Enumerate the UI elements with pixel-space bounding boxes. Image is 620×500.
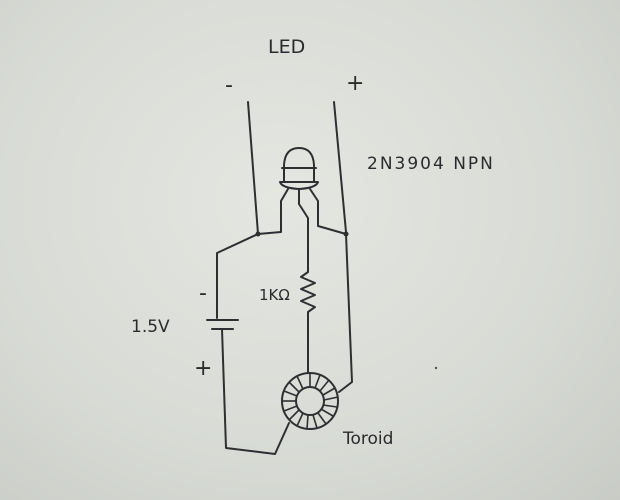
battery-minus-sign: - bbox=[199, 281, 207, 306]
led-plus-sign: + bbox=[346, 71, 364, 96]
resistor-symbol bbox=[300, 261, 316, 373]
toroid-symbol bbox=[281, 372, 339, 430]
transistor-label: 2N3904 NPN bbox=[367, 154, 495, 174]
ink-speck bbox=[434, 366, 438, 370]
collector-to-toroid-wire bbox=[338, 233, 353, 393]
transistor-emitter-leg bbox=[257, 188, 289, 235]
battery-positive-wire bbox=[221, 328, 290, 455]
led-label: LED bbox=[268, 36, 305, 58]
battery-negative-wire bbox=[216, 233, 259, 319]
led-minus-sign: - bbox=[225, 73, 233, 98]
battery-plus-sign: + bbox=[194, 356, 212, 381]
toroid-label: Toroid bbox=[342, 429, 393, 449]
battery-symbol bbox=[206, 319, 239, 330]
resistor-label: 1KΩ bbox=[259, 286, 290, 304]
transistor-collector-leg bbox=[309, 188, 347, 235]
transistor-symbol bbox=[257, 147, 347, 263]
battery-voltage-label: 1.5V bbox=[131, 317, 170, 337]
led-negative-lead bbox=[247, 101, 259, 235]
led-positive-lead bbox=[333, 101, 347, 233]
transistor-base-leg bbox=[298, 189, 309, 263]
